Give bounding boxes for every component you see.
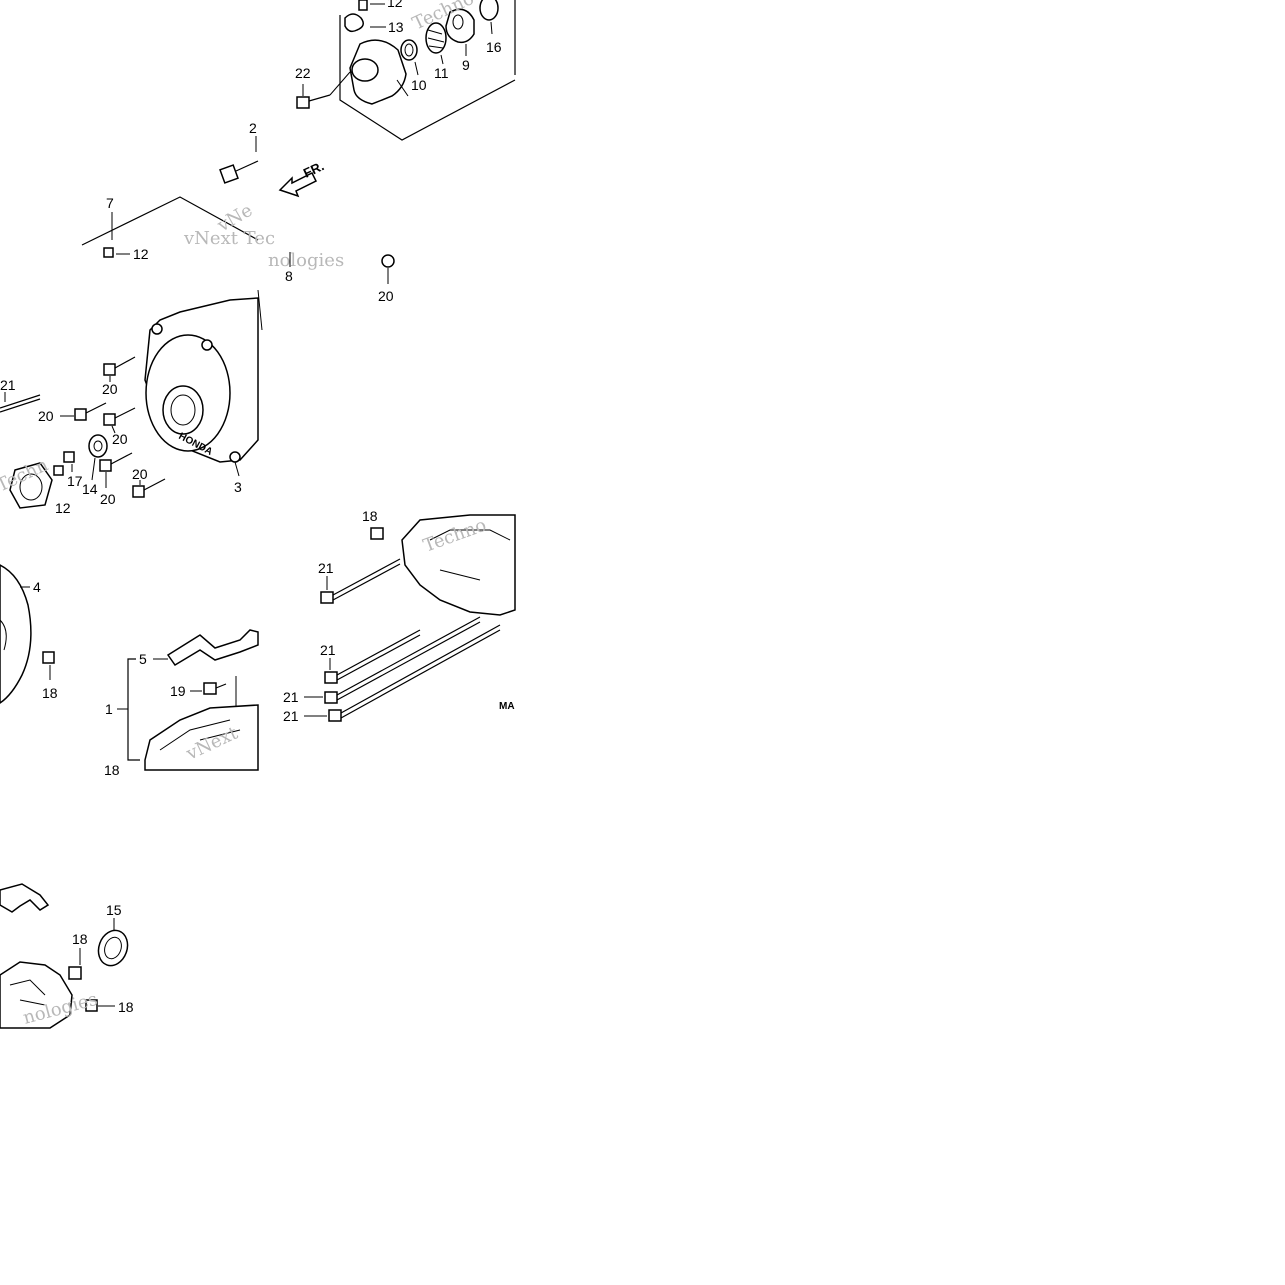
rear-case-1 [144, 704, 259, 771]
callout-16: 16 [486, 39, 502, 55]
code-fragment: MA [499, 701, 515, 712]
front-marker: FR. [301, 158, 326, 180]
callout-18: 18 [72, 931, 88, 947]
gasket-12 [9, 462, 53, 509]
bolt-20 [99, 452, 133, 472]
callout-18: 18 [104, 762, 120, 778]
dowel-18 [370, 527, 384, 540]
oil-pipe-5 [166, 629, 259, 667]
dowel-18 [68, 966, 82, 980]
callout-9: 9 [462, 57, 470, 73]
callout-13: 13 [388, 19, 404, 35]
callout-1: 1 [105, 701, 113, 717]
callout-3: 3 [234, 479, 242, 495]
callout-18: 18 [42, 685, 58, 701]
callout-8: 8 [285, 268, 293, 284]
screw-12 [103, 247, 114, 258]
screw-12 [358, 0, 368, 11]
callout-18: 18 [118, 999, 134, 1015]
callout-2: 2 [249, 120, 257, 136]
callout-21: 21 [283, 689, 299, 705]
bolt-20 [132, 478, 166, 498]
callout-21: 21 [318, 560, 334, 576]
bolt-20 [381, 254, 395, 268]
gear-16 [479, 0, 499, 21]
callout-20: 20 [378, 288, 394, 304]
bolt-20 [103, 407, 136, 426]
bolt-20 [74, 402, 107, 421]
watermark: nologies [268, 250, 344, 271]
callout-20: 20 [132, 466, 148, 482]
callout-12: 12 [387, 0, 403, 10]
tile-bottom-left: 15 18 18 nologies [0, 883, 134, 1029]
callout-21: 21 [0, 377, 16, 393]
bolt-21 [324, 691, 338, 704]
tile-right-lower: 18 21 21 21 21 MA Techno [283, 508, 516, 724]
front-arrow-icon [278, 171, 318, 198]
sleeve-9 [445, 8, 475, 44]
clip-13 [344, 13, 364, 33]
callout-5: 5 [139, 651, 147, 667]
dowel-18 [85, 999, 98, 1012]
callout-19: 19 [170, 683, 186, 699]
callout-21: 21 [320, 642, 336, 658]
callout-7: 7 [106, 195, 114, 211]
callout-12: 12 [55, 500, 71, 516]
bolt-21 [324, 671, 338, 684]
watermark: vNext Tec [183, 228, 275, 249]
rear-case-1 [0, 961, 73, 1029]
oil-seal-14 [88, 434, 108, 458]
bolt-21 [320, 591, 334, 604]
callout-20: 20 [102, 381, 118, 397]
bolt-2 [219, 164, 239, 184]
callout-20: 20 [38, 408, 54, 424]
callout-12: 12 [133, 246, 149, 262]
oil-seal-15 [97, 929, 129, 967]
bolt-20 [103, 356, 136, 376]
crankcase-half-4 [0, 564, 32, 704]
callout-15: 15 [106, 902, 122, 918]
callout-17: 17 [67, 473, 83, 489]
callout-22: 22 [295, 65, 311, 81]
oil-pipe-5 [0, 883, 50, 913]
callout-21: 21 [283, 708, 299, 724]
callout-10: 10 [411, 77, 427, 93]
dowel-18 [42, 651, 55, 664]
tile-left-upper: 7 12 vNext Tec vNe HONDA 3 21 20 [0, 195, 275, 516]
callout-20: 20 [112, 431, 128, 447]
dowel-17 [63, 451, 75, 463]
bolt-22 [296, 96, 310, 109]
spring-10 [400, 39, 418, 61]
tile-right-upper: 20 [257, 254, 395, 331]
callout-18: 18 [362, 508, 378, 524]
callout-11: 11 [434, 65, 449, 81]
bolt-21 [328, 709, 342, 722]
bolt-19 [203, 682, 217, 695]
tile-left-lower: 4 18 1 5 19 18 vNext [0, 564, 259, 778]
callout-14: 14 [82, 481, 98, 497]
callout-20: 20 [100, 491, 116, 507]
tile-top-right: 12 13 22 10 11 9 16 FR. [219, 0, 516, 284]
callout-4: 4 [33, 579, 41, 595]
